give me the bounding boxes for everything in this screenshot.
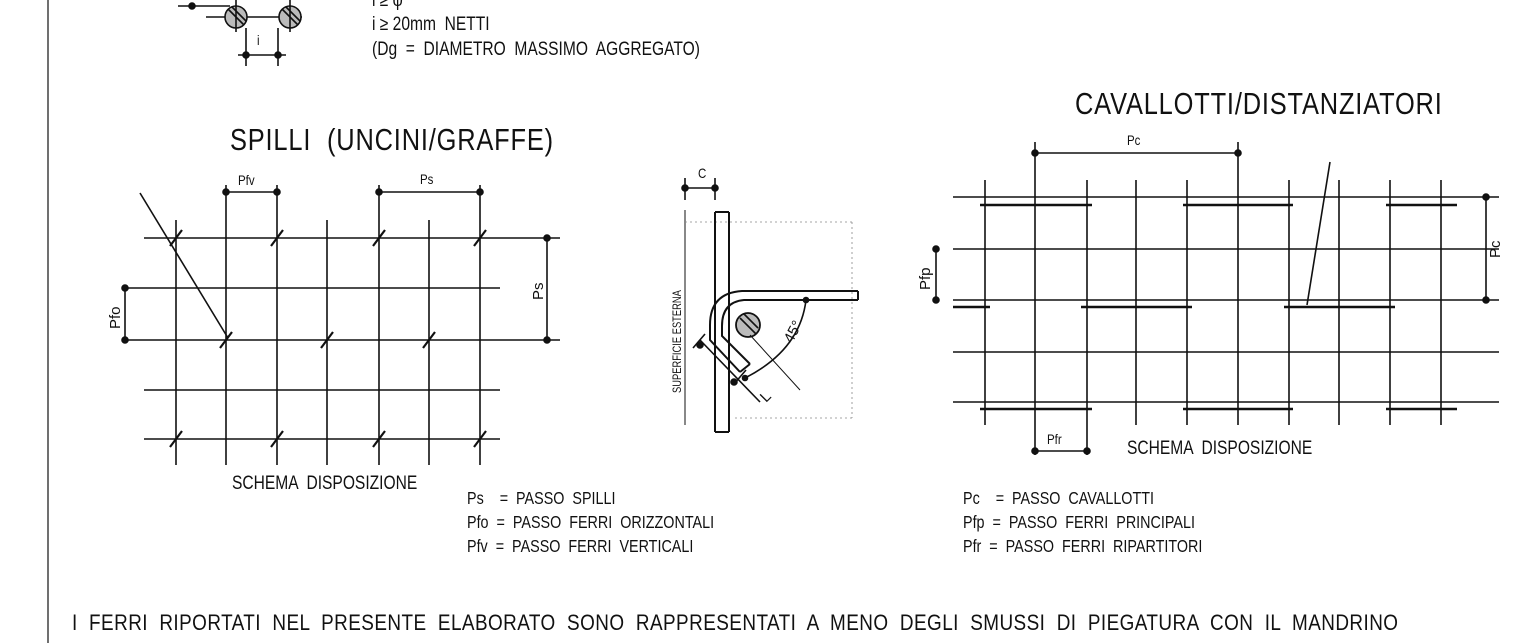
cavallotti-legend-2: Pfp = PASSO FERRI PRINCIPALI xyxy=(963,512,1195,532)
cavallotti-legend-3: Pfr = PASSO FERRI RIPARTITORI xyxy=(963,536,1203,556)
footer-note: I FERRI RIPORTATI NEL PRESENTE ELABORATO… xyxy=(72,610,1399,635)
spilli-legend-1: Ps = PASSO SPILLI xyxy=(467,488,616,508)
detail-spacing-label: i xyxy=(257,32,260,48)
hook-detail xyxy=(681,178,859,433)
dim-pfv-label: Pfv xyxy=(238,172,255,188)
dim-pfp-label: Pfp xyxy=(917,267,934,290)
dim-pc-right-label: Pc xyxy=(1487,240,1504,258)
spilli-title: SPILLI (UNCINI/GRAFFE) xyxy=(230,122,554,157)
surface-label: SUPERFICIE ESTERNA xyxy=(671,289,684,393)
cavallotti-schema-label: SCHEMA DISPOSIZIONE xyxy=(1127,438,1313,459)
angle-label: 45° xyxy=(781,318,807,346)
note-line-2: i ≥ 20mm NETTI xyxy=(372,14,490,35)
spilli-legend-2: Pfo = PASSO FERRI ORIZZONTALI xyxy=(467,512,715,532)
note-line-1: i ≥ φ xyxy=(372,0,403,11)
dim-pfr-label: Pfr xyxy=(1047,431,1062,447)
dim-c-label: C xyxy=(698,165,707,181)
dim-pfo-label: Pfo xyxy=(107,306,124,329)
note-line-3: (Dg = DIAMETRO MASSIMO AGGREGATO) xyxy=(372,39,700,60)
dim-ps-right-label: Ps xyxy=(530,282,547,300)
spilli-legend-3: Pfv = PASSO FERRI VERTICALI xyxy=(467,536,694,556)
cavallotti-grid xyxy=(932,142,1499,455)
spilli-grid xyxy=(121,185,560,465)
length-label: L xyxy=(757,388,775,406)
cavallotti-legend-1: Pc = PASSO CAVALLOTTI xyxy=(963,488,1154,508)
bar-spacing-detail xyxy=(178,0,302,66)
spilli-schema-label: SCHEMA DISPOSIZIONE xyxy=(232,473,418,494)
dim-ps-top-label: Ps xyxy=(420,171,434,187)
cavallotti-title: CAVALLOTTI/DISTANZIATORI xyxy=(1075,86,1443,121)
dim-pc-top-label: Pc xyxy=(1127,132,1141,148)
